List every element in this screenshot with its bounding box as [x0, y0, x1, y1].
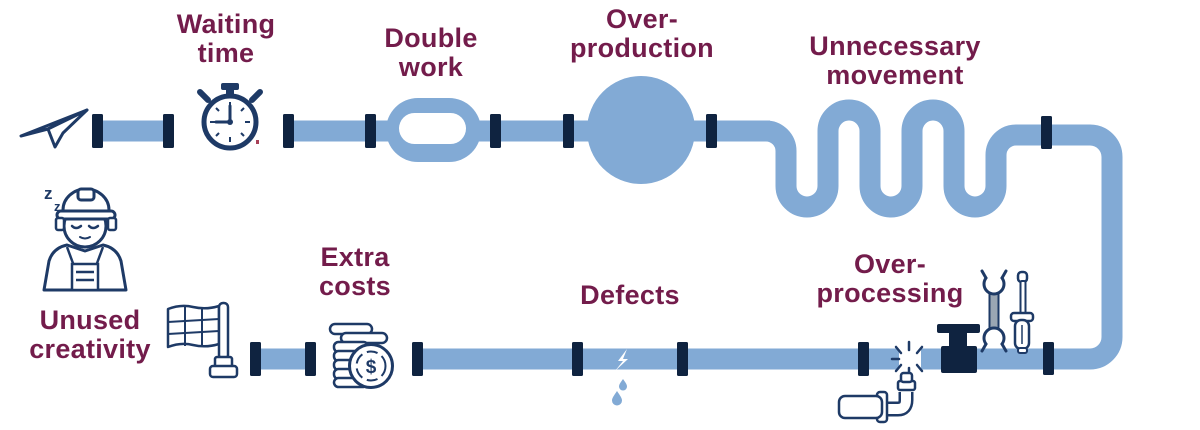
flange: [563, 114, 574, 148]
flange: [1043, 342, 1054, 375]
label-overproduction: Over- production: [570, 4, 714, 63]
overproduction-bulge: [587, 76, 695, 184]
flange: [1041, 116, 1052, 149]
red-speck: [256, 140, 259, 144]
flange: [283, 114, 294, 148]
double-work-loop: [386, 98, 481, 162]
flange: [305, 342, 316, 376]
label-unnecessary-movement: Unnecessary movement: [809, 31, 981, 90]
flange: [706, 114, 717, 148]
flange: [250, 342, 261, 376]
label-unused-creativity: Unused creativity: [29, 305, 151, 364]
label-double-work: Double work: [384, 23, 478, 82]
sleeping-worker-icon: z z: [42, 184, 128, 292]
label-waiting-time: Waiting time: [176, 9, 276, 68]
screwdriver-icon: [1009, 270, 1035, 354]
coins-icon: $: [328, 322, 394, 389]
label-extra-costs: Extra costs: [318, 242, 392, 301]
pipe-gap: [899, 347, 921, 371]
flange: [858, 342, 869, 376]
flange: [92, 114, 103, 148]
sleep-z-small: z: [54, 199, 61, 214]
stopwatch-icon: [197, 83, 263, 151]
label-overprocessing: Over- processing: [816, 249, 964, 308]
serpentine-pipe: [765, 99, 1123, 370]
valve-icon: [937, 324, 980, 373]
flange: [677, 342, 688, 376]
paper-plane-icon: [19, 108, 89, 149]
dollar-sign: $: [366, 357, 377, 378]
water-drops-icon: [612, 379, 627, 406]
sleep-z-large: z: [44, 184, 53, 203]
flange: [365, 114, 376, 148]
label-defects: Defects: [580, 280, 680, 310]
elbow-pipe-icon: [837, 371, 917, 424]
pipe-flanges: [92, 114, 1054, 376]
lightning-crack-icon: [615, 349, 628, 371]
flange: [412, 342, 423, 376]
flange: [163, 114, 174, 148]
checkered-flag-icon: [166, 301, 239, 379]
flange: [490, 114, 501, 148]
wrench-icon: [980, 269, 1008, 353]
flange: [572, 342, 583, 376]
